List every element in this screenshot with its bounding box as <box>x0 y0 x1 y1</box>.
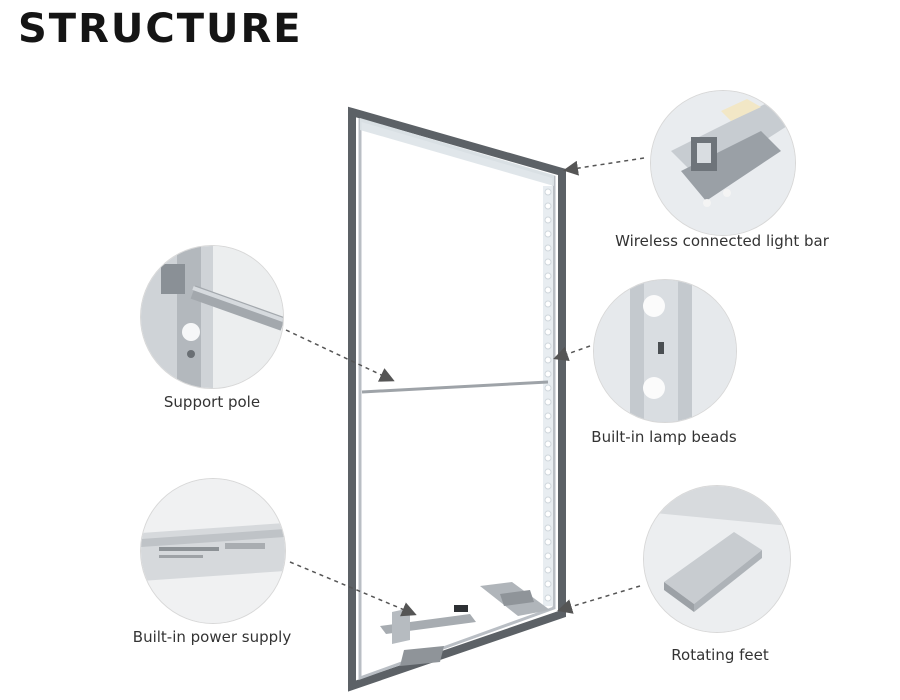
callout-label: Built-in lamp beads <box>591 428 737 446</box>
rotating-feet-icon <box>643 485 791 633</box>
led-bead <box>544 468 552 476</box>
led-bead <box>544 188 552 196</box>
led-bead <box>544 552 552 560</box>
arrow-power-supply <box>289 561 417 617</box>
support-pole-bar <box>361 380 549 394</box>
led-bead <box>544 244 552 252</box>
led-bead <box>544 216 552 224</box>
led-bead <box>544 286 552 294</box>
callout-label: Support pole <box>163 393 261 411</box>
led-bead <box>544 272 552 280</box>
led-bead <box>544 412 552 420</box>
led-bead <box>544 440 552 448</box>
led-bead <box>544 328 552 336</box>
arrow-lamp-beads <box>553 345 591 362</box>
base-label-plate <box>454 605 468 612</box>
led-bead <box>544 524 552 532</box>
led-bead <box>544 300 552 308</box>
led-bead <box>544 258 552 266</box>
page-title: STRUCTURE <box>18 6 303 52</box>
lamp-beads-icon <box>593 279 737 423</box>
led-bead <box>544 510 552 518</box>
led-bead <box>544 426 552 434</box>
led-beads <box>544 188 552 602</box>
led-bead <box>544 538 552 546</box>
led-bead <box>544 370 552 378</box>
led-bead <box>544 342 552 350</box>
power-supply-icon <box>140 478 286 624</box>
led-bead <box>544 454 552 462</box>
led-bead <box>544 482 552 490</box>
left-foot <box>380 608 476 666</box>
led-bead <box>544 594 552 602</box>
callout-label: Built-in power supply <box>132 628 292 646</box>
led-bead <box>544 356 552 364</box>
led-bead <box>544 202 552 210</box>
arrow-support-pole <box>285 329 395 382</box>
led-bead <box>544 398 552 406</box>
led-bead <box>544 496 552 504</box>
light-bar-profile-icon <box>650 90 796 236</box>
arrow-light-bar <box>563 157 645 176</box>
callout-label: Rotating feet <box>671 646 769 664</box>
arrow-rotating-feet <box>557 585 641 614</box>
frame-body <box>348 106 566 692</box>
support-pole-icon <box>140 245 284 389</box>
led-bead <box>544 314 552 322</box>
callout-label: Wireless connected light bar <box>615 232 829 250</box>
led-bead <box>544 580 552 588</box>
led-bead <box>544 230 552 238</box>
right-foot <box>480 582 550 616</box>
led-bead <box>544 384 552 392</box>
led-bead <box>544 566 552 574</box>
